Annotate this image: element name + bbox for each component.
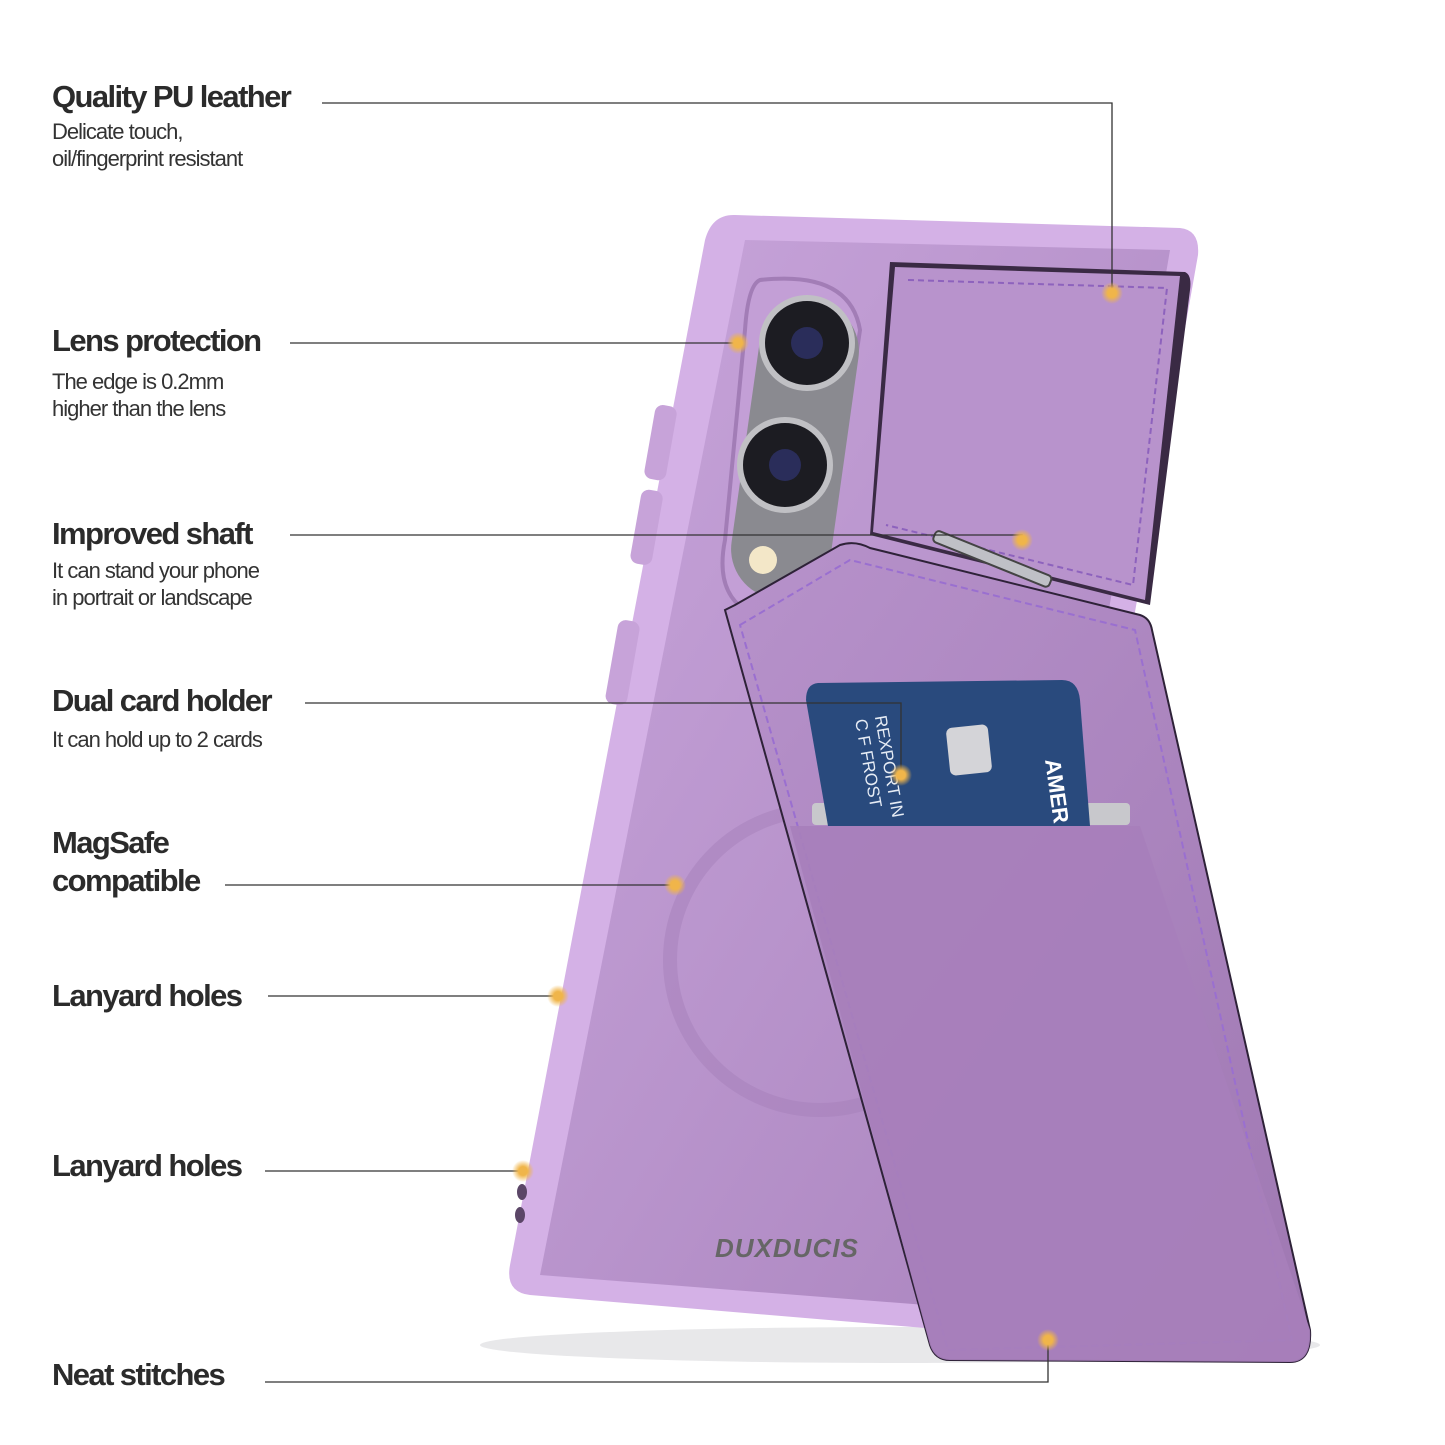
lanyard-hole: [517, 1184, 527, 1200]
callout-dot: [1101, 282, 1123, 304]
feature-lanyard-2: Lanyard holes: [52, 1147, 243, 1185]
camera-lens-glass: [769, 449, 801, 481]
brand-logo: DUXDUCIS: [715, 1233, 859, 1263]
callout-dot: [1011, 529, 1033, 551]
feature-title: Improved shaft: [52, 516, 253, 551]
leather-pad-upper-surface: [873, 267, 1180, 600]
feature-lanyard-1: Lanyard holes: [52, 977, 243, 1015]
volume-down-button: [630, 489, 663, 565]
callout-dot: [547, 985, 569, 1007]
feature-title: Lanyard holes: [52, 978, 243, 1013]
flash-icon: [749, 546, 777, 574]
feature-leather: Quality PU leather Delicate touch,oil/fi…: [52, 78, 292, 172]
feature-title: Neat stitches: [52, 1357, 226, 1392]
stitching: [885, 279, 1169, 587]
feature-stitches: Neat stitches: [52, 1356, 226, 1394]
volume-up-button: [644, 405, 677, 481]
feature-desc: It can hold up to 2 cards: [52, 727, 263, 752]
callout-line-card: [305, 702, 902, 775]
power-button: [605, 620, 640, 706]
callout-dots: [512, 282, 1123, 1351]
feature-title: Lens protection: [52, 323, 262, 358]
callout-dot: [512, 1160, 534, 1182]
card-chip-icon: [946, 724, 992, 776]
callout-dot: [664, 874, 686, 896]
feature-title: Quality PU leather: [52, 79, 292, 114]
feature-title: Lanyard holes: [52, 1148, 243, 1183]
feature-title: Dual card holder: [52, 683, 273, 718]
callout-line-leather: [322, 102, 1113, 293]
callout-line-stitches: [265, 1340, 1049, 1383]
credit-card: [806, 680, 1090, 826]
camera-lens-glass: [791, 327, 823, 359]
lanyard-hole: [515, 1207, 525, 1223]
feature-card-holder: Dual card holder It can hold up to 2 car…: [52, 682, 273, 753]
feature-desc: Delicate touch,oil/fingerprint resistant: [52, 119, 243, 171]
callout-dot: [1037, 1329, 1059, 1351]
card-pocket: [790, 826, 1311, 1362]
callout-dot: [727, 332, 749, 354]
callout-dot: [890, 764, 912, 786]
